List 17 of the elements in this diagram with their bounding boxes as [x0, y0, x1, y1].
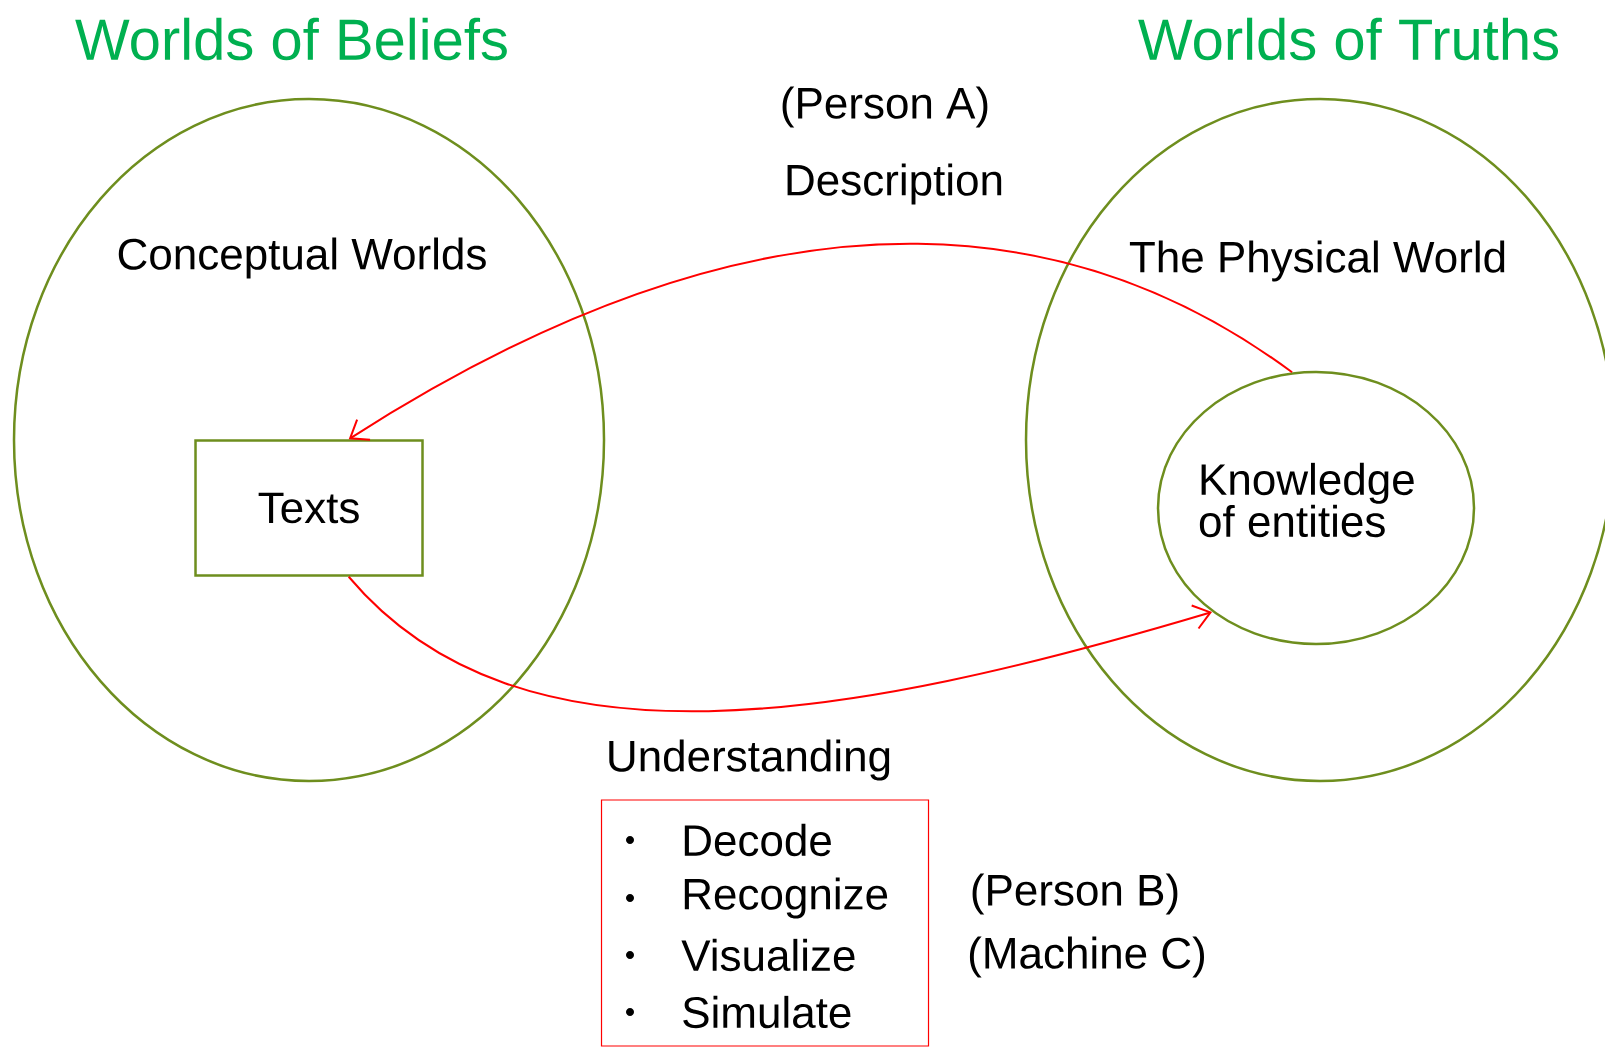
list-item: Decode: [684, 823, 831, 857]
list-item: Visualize: [681, 938, 855, 972]
arrow: [348, 242, 1294, 441]
region-label: The Physical World: [1129, 240, 1505, 282]
annotation: (Person B): [972, 873, 1178, 915]
annotation: (Machine C): [969, 936, 1204, 978]
heading: Worlds of Beliefs: [75, 17, 507, 61]
region-label: Conceptual Worlds: [118, 237, 486, 279]
arrow: [347, 575, 1213, 713]
list-item: Recognize: [684, 877, 888, 919]
edge-label: Description: [781, 161, 1007, 207]
text-box: Texts: [194, 439, 424, 577]
heading: Worlds of Truths: [1138, 17, 1559, 61]
edge-label: Understanding: [603, 737, 895, 783]
annotation: (Person A): [782, 86, 988, 128]
list-item: Simulate: [683, 995, 851, 1029]
node-label: Knowledge of entities: [1199, 462, 1414, 538]
